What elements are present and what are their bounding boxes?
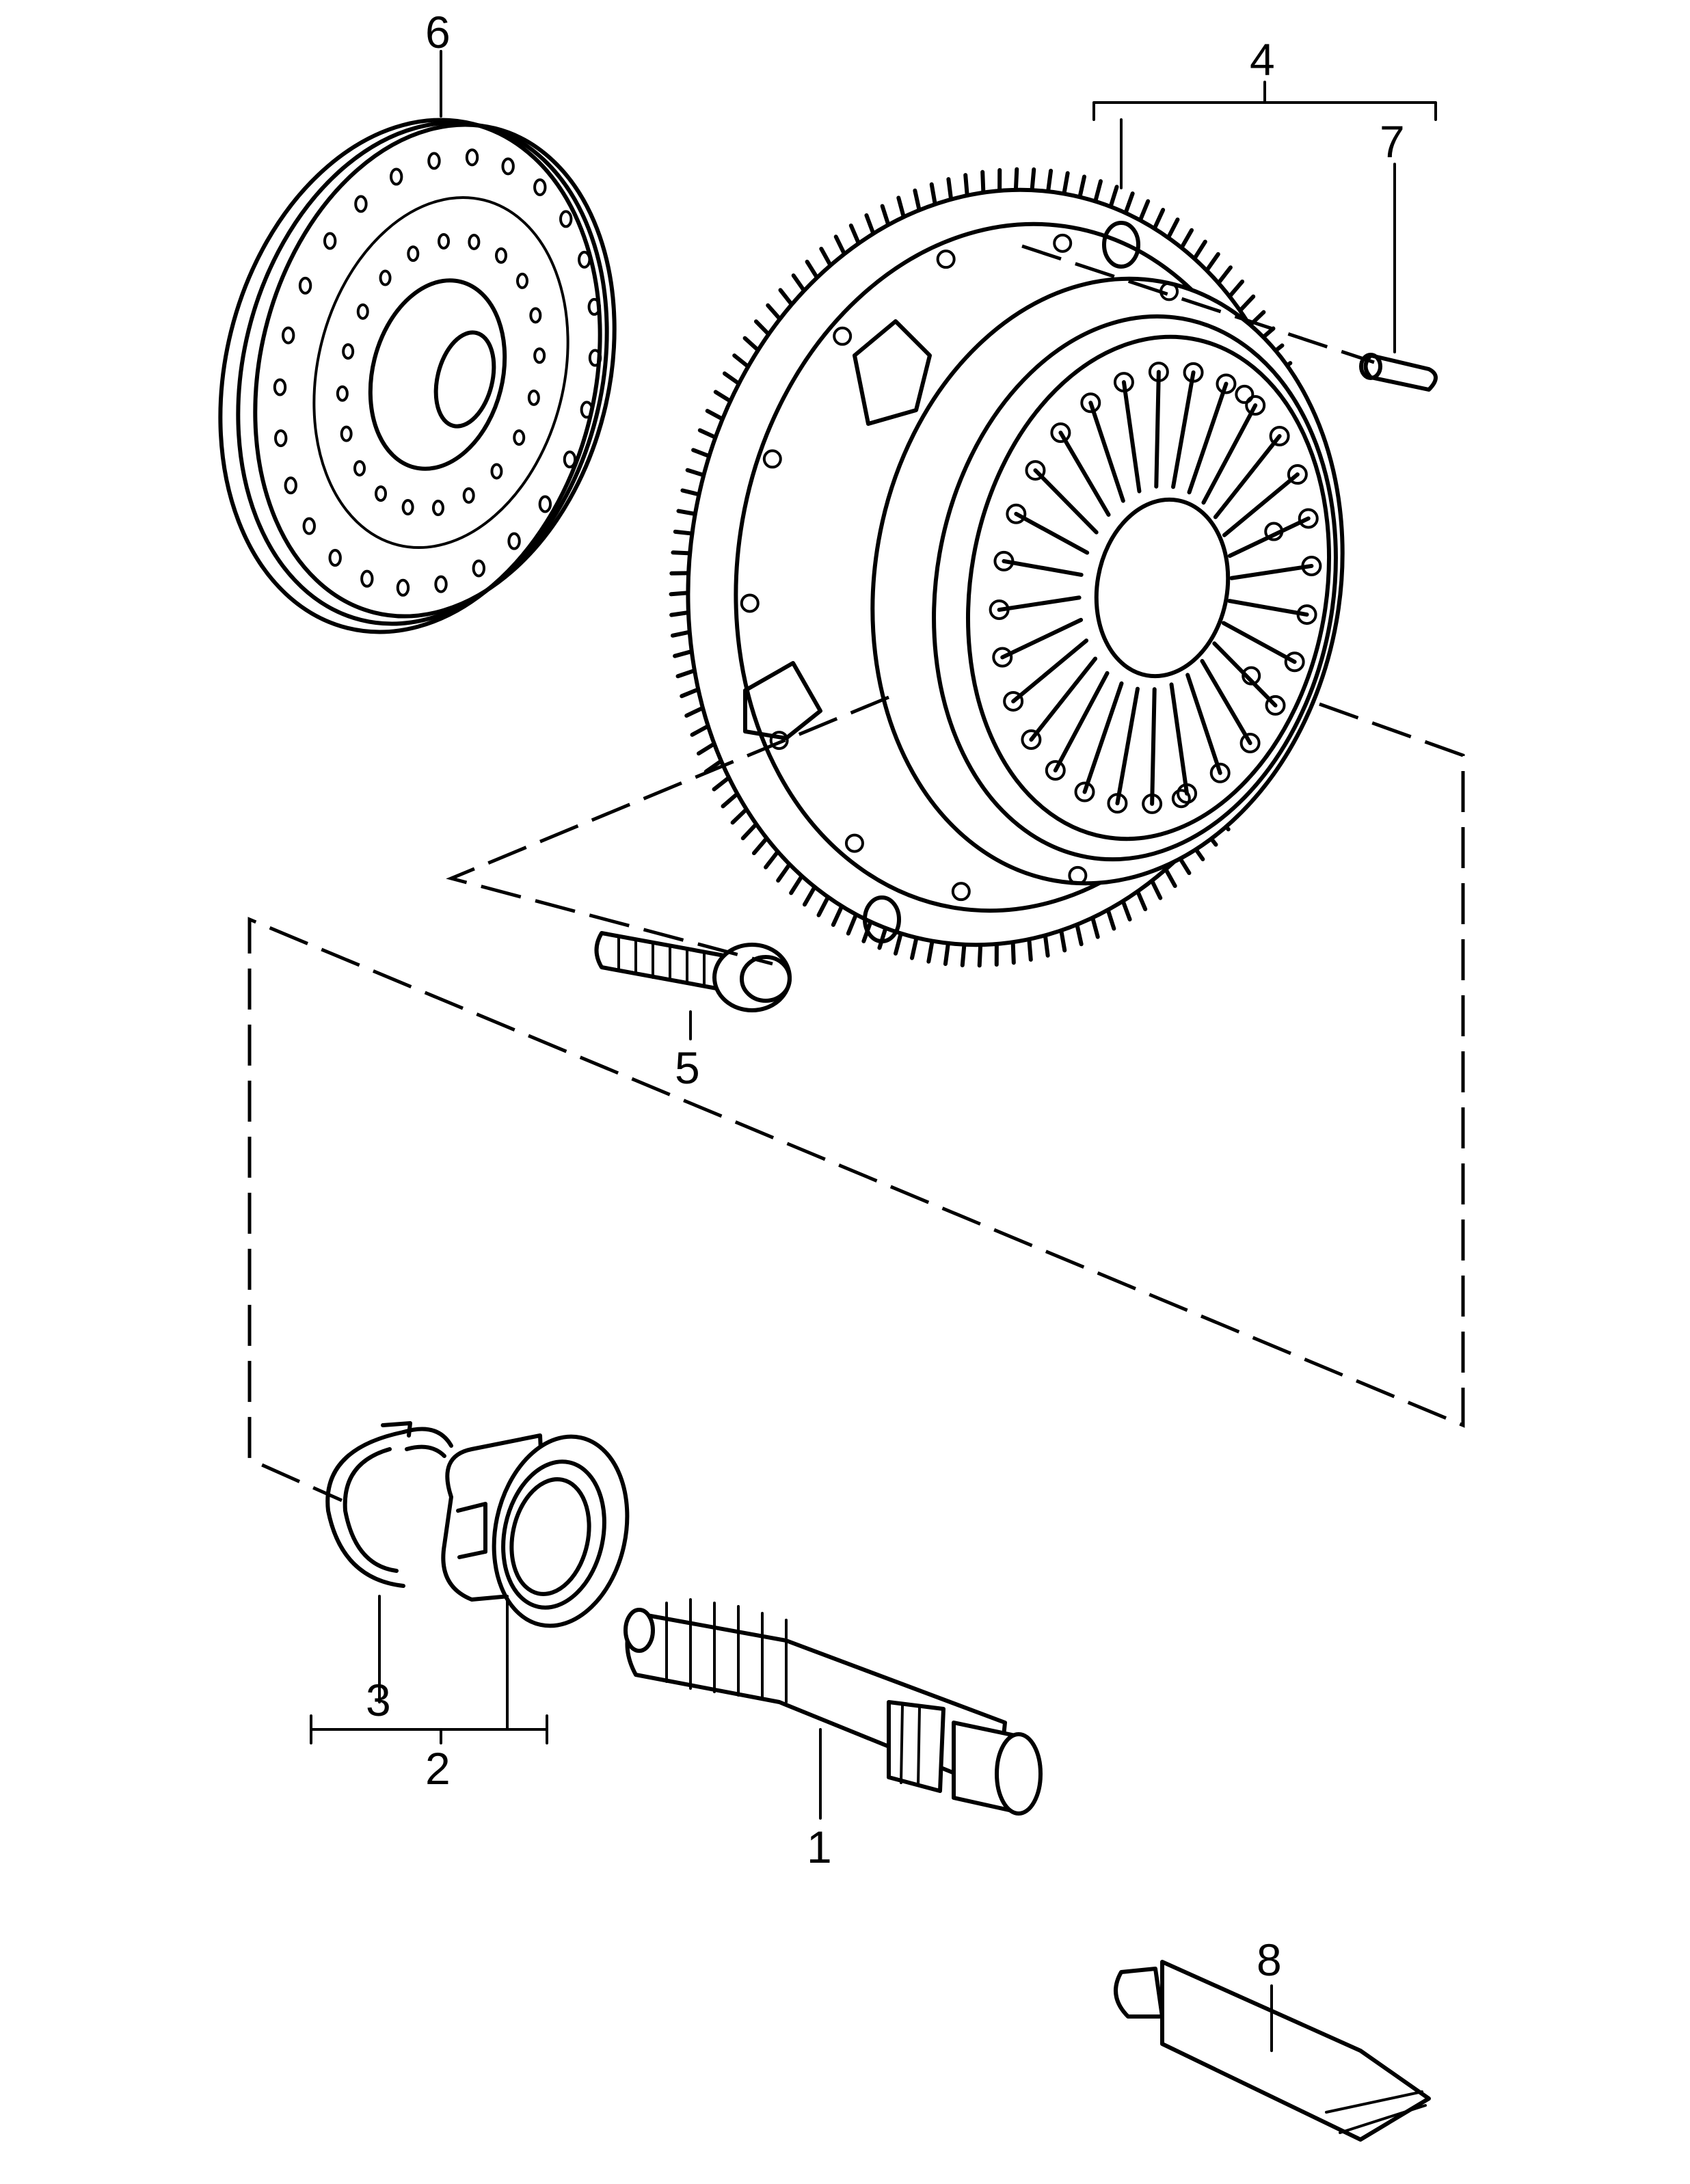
flywheel-pressure-plate [669,167,1345,968]
flywheel-bolt [594,931,792,1012]
callout-1: 1 [807,1822,832,1872]
callouts: 6 4 7 5 3 2 1 8 [366,7,1405,1985]
assembly-lines [247,244,1465,1502]
callout-4: 4 [1250,34,1275,85]
clutch-disc [218,118,617,634]
circlip [325,1421,453,1588]
diaphragm-spring-fingers [989,362,1322,814]
callout-6: 6 [425,7,451,57]
leader-lines [310,50,1437,2052]
pressure-plate-bolt-holes [740,233,1284,902]
callout-3: 3 [366,1675,391,1725]
release-bearing [441,1433,630,1628]
disc-rivet-holes [273,148,602,597]
grease-tube [1114,1960,1431,2142]
dowel-pin [1359,353,1438,392]
callout-2: 2 [425,1743,451,1794]
callout-7: 7 [1380,116,1405,167]
input-shaft [623,1598,1043,1816]
callout-8: 8 [1257,1934,1282,1985]
callout-5: 5 [675,1042,700,1093]
